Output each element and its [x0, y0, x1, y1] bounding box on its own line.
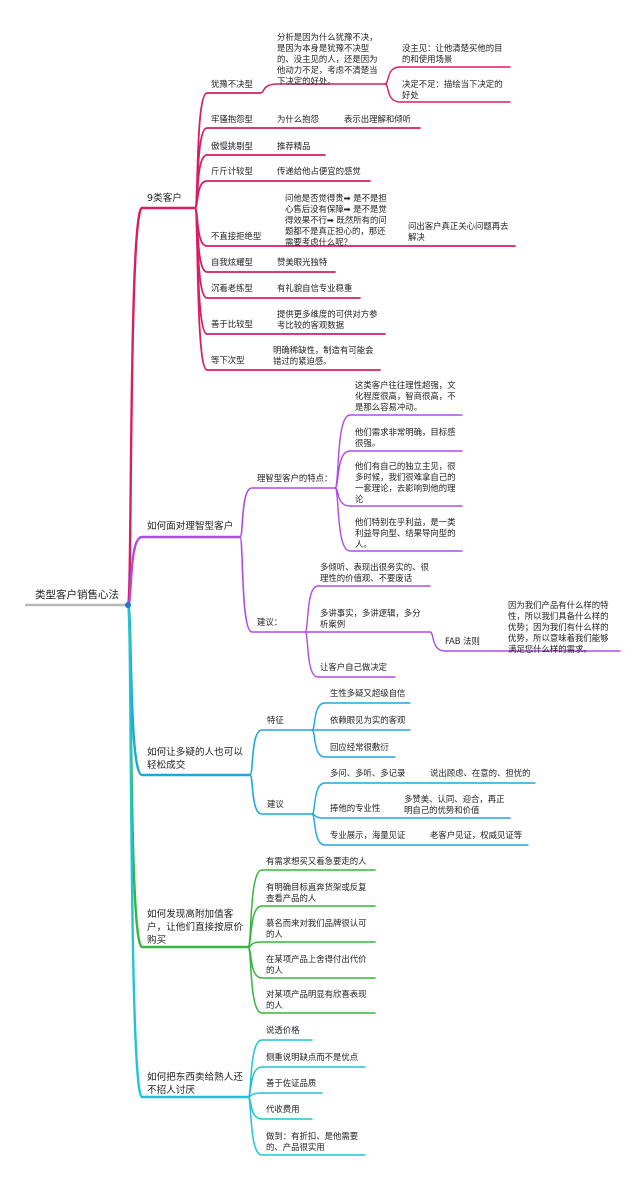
- type-label[interactable]: 善于比较型: [211, 319, 253, 329]
- trait-item[interactable]: 生性多疑又超级自信: [330, 688, 406, 698]
- list-item[interactable]: 代收费用: [266, 1104, 300, 1114]
- type-detail[interactable]: 赞美眼光独特: [277, 257, 328, 267]
- trait-item[interactable]: 他们特别在乎利益，是一类利益导向型、结果导向型的人。: [355, 517, 456, 549]
- trait-item[interactable]: 依赖眼见为实的客观: [330, 715, 406, 725]
- trait-item[interactable]: 回应经常很敷衍: [330, 742, 389, 752]
- connector-line: [247, 905, 376, 948]
- list-item[interactable]: 侧重说明缺点而不是优点: [266, 1052, 359, 1062]
- advice-item[interactable]: 捧他的专业性: [330, 803, 381, 813]
- advice-item[interactable]: 多问、多听、多记录: [330, 768, 406, 778]
- type-detail[interactable]: 传递给他占便宜的感觉: [277, 166, 361, 176]
- trait-item[interactable]: 这类客户往往理性超强，文化程度很高，智商很高，不是那么容易冲动。: [355, 380, 456, 412]
- type-subdetail[interactable]: 没主见：让他清楚买他的目的和使用场景: [402, 43, 503, 64]
- connector-line: [126, 535, 242, 607]
- root-topic[interactable]: 类型客户销售心法: [35, 589, 119, 601]
- advice-detail[interactable]: 老客户见证，权威见证等: [430, 830, 523, 840]
- connector-line: [194, 207, 381, 371]
- connector-line: [239, 487, 336, 538]
- advice-item[interactable]: 让客户自己做决定: [320, 662, 387, 672]
- fab-label[interactable]: FAB 法则: [445, 636, 480, 646]
- connector-line: [304, 585, 431, 633]
- connector-line: [334, 487, 463, 552]
- type-label[interactable]: 傲慢挑剔型: [211, 141, 253, 151]
- type-label[interactable]: 等下次型: [211, 355, 245, 365]
- type-label[interactable]: 牢骚抱怨型: [211, 114, 253, 124]
- connector-line: [126, 603, 250, 1099]
- connector-line: [126, 206, 197, 607]
- connector-line: [384, 66, 511, 85]
- type-subdetail[interactable]: 表示出理解和倾听: [344, 114, 411, 124]
- trait-item[interactable]: 他们有自己的独立主见，很多时候，我们很难拿自己的一套理论，去影响到他的理论: [355, 461, 456, 504]
- type-detail[interactable]: 提供更多维度的可供对方参考比较的客观数据: [277, 309, 378, 330]
- connector-line: [249, 729, 313, 776]
- connector-line: [259, 83, 386, 94]
- connector-line: [247, 941, 376, 948]
- advice-item[interactable]: 多倾听、表现出很务实的、很理性的价值观、不要废话: [320, 562, 429, 583]
- list-item[interactable]: 有明确目标直奔货架或反复查看产品的人: [266, 882, 367, 903]
- list-item[interactable]: 善于佐证品质: [266, 1078, 317, 1088]
- type-label[interactable]: 自我炫耀型: [211, 257, 253, 267]
- branch-9-customer-types[interactable]: 9类客户: [147, 193, 182, 204]
- advice-label[interactable]: 建议：: [257, 617, 283, 627]
- branch-selling-to-acquaintances[interactable]: 如何把东西卖给熟人还不招人讨厌: [147, 1072, 243, 1096]
- type-detail[interactable]: 有礼貌自信专业稳重: [277, 283, 353, 293]
- connector-line: [239, 536, 306, 633]
- type-label[interactable]: 不直接拒绝型: [211, 231, 262, 241]
- advice-detail[interactable]: 说出顾虑、在意的、担忧的: [430, 768, 531, 778]
- list-item[interactable]: 做到：有折扣、是他需要的、产品很实用: [266, 1131, 359, 1152]
- type-subdetail[interactable]: 决定不足：描绘当下决定的好处: [402, 79, 503, 100]
- connector-line: [247, 1092, 323, 1098]
- list-item[interactable]: 慕名而来对我们品牌很认可的人: [266, 918, 367, 939]
- fab-detail[interactable]: 因为我们产品有什么样的特性，所以我们具备什么样的优势；因为我们有什么样的优势，所…: [508, 600, 609, 654]
- traits-label[interactable]: 理智型客户的特点：: [257, 473, 333, 483]
- advice-item[interactable]: 多讲事实，多讲逻辑，多分析案例: [320, 608, 421, 629]
- trait-item[interactable]: 他们需求非常明确，目标感很强。: [355, 427, 456, 448]
- type-label[interactable]: 斤斤计较型: [211, 166, 253, 176]
- type-label[interactable]: 沉着老练型: [211, 283, 253, 293]
- connector-line: [247, 1096, 366, 1156]
- type-detail[interactable]: 推荐精品: [277, 141, 311, 151]
- connector-line: [334, 450, 463, 489]
- type-detail[interactable]: 明确稀缺性，制造有可能会错过的紧迫感。: [273, 345, 374, 366]
- branch-high-value-customers[interactable]: 如何发现高附加值客户，让他们直接按原价购买: [147, 909, 243, 946]
- connector-line: [384, 83, 511, 103]
- type-detail[interactable]: 为什么抱怨: [277, 114, 319, 124]
- branch-rational-customers[interactable]: 如何面对理智型客户: [147, 521, 234, 532]
- traits-label[interactable]: 特征: [267, 715, 284, 725]
- connector-line: [311, 782, 536, 815]
- list-item[interactable]: 在某项产品上舍得付出代价的人: [266, 954, 367, 975]
- type-subdetail[interactable]: 问出客户真正关心问题再去解决: [408, 221, 509, 242]
- connector-line: [311, 813, 529, 846]
- advice-detail[interactable]: 多赞美、认同、迎合，再正明自己的优势和价值: [404, 794, 505, 815]
- type-detail[interactable]: 问他是否觉得贵➡ 是不是担心售后没有保障➡ 是不是觉得效果不行➡ 既然所有的问题…: [285, 193, 387, 247]
- connector-line: [429, 631, 621, 652]
- branch-suspicious-customers[interactable]: 如何让多疑的人也可以轻松成交: [147, 747, 243, 771]
- type-label[interactable]: 犹豫不决型: [211, 79, 253, 89]
- connector-line: [304, 631, 396, 678]
- connector-line: [194, 180, 371, 209]
- advice-label[interactable]: 建议: [267, 799, 284, 809]
- connector-line: [311, 702, 411, 731]
- list-item[interactable]: 说透价格: [266, 1025, 300, 1035]
- connector-line: [247, 1066, 366, 1098]
- list-item[interactable]: 对某项产品明显有欣喜表现的人: [266, 989, 367, 1010]
- connector-line: [249, 774, 313, 815]
- type-detail[interactable]: 分析是因为什么犹豫不决，是因为本身是犹豫不决型的、没主见的人，还是因为他动力不足…: [277, 32, 378, 86]
- list-item[interactable]: 有需求想买又着急要走的人: [266, 856, 367, 866]
- advice-item[interactable]: 专业展示，海量见证: [330, 830, 406, 840]
- connector-line: [247, 946, 376, 1014]
- root-collapse-dot[interactable]: [125, 602, 131, 608]
- connector-line: [311, 729, 396, 758]
